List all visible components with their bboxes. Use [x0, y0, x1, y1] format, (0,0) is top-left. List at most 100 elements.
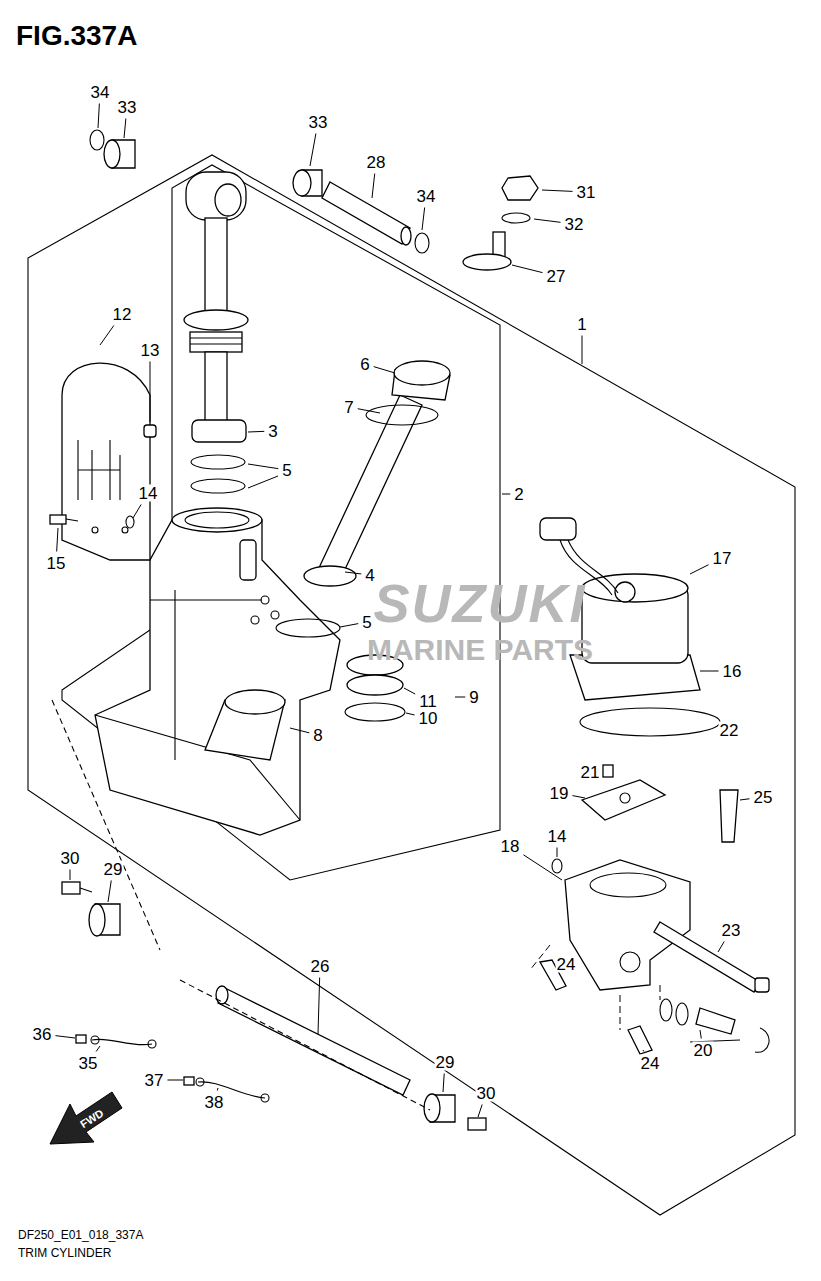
tilt-cover — [50, 363, 156, 560]
leader-line — [700, 1030, 701, 1039]
leader-line — [248, 464, 278, 469]
callout-number: 14 — [547, 828, 568, 845]
watermark: MARINE PARTS — [367, 635, 593, 665]
leader-line — [690, 565, 709, 574]
callout-number: 34 — [90, 84, 111, 101]
leader-line — [167, 1080, 183, 1081]
leader-line — [582, 336, 583, 365]
leader-line — [502, 494, 510, 495]
leader-line — [478, 1105, 482, 1118]
callout-number: 13 — [140, 342, 161, 359]
tilt-cylinder — [276, 361, 450, 721]
leader-line — [98, 104, 99, 129]
leader-line — [108, 881, 111, 903]
callout-number: 20 — [693, 1042, 714, 1059]
leader-line — [133, 505, 141, 519]
callout-number: 29 — [103, 861, 124, 878]
fwd-arrow — [50, 1092, 122, 1144]
callout-number: 29 — [435, 1054, 456, 1071]
callout-number: 18 — [500, 838, 521, 855]
callout-number: 17 — [712, 550, 733, 567]
leader-line — [358, 409, 380, 413]
callout-number: 9 — [468, 689, 479, 706]
leader-line — [100, 326, 114, 346]
callout-number: 31 — [576, 184, 597, 201]
callout-number: 1 — [576, 316, 587, 333]
pump-body — [530, 765, 769, 1054]
trim-rod — [184, 172, 248, 493]
callout-number: 5 — [361, 614, 372, 631]
watermark: SUZUKI — [374, 576, 587, 630]
callout-number: 5 — [281, 462, 292, 479]
leader-line — [718, 942, 724, 953]
leader-line — [248, 476, 278, 488]
callout-number: 19 — [549, 785, 570, 802]
leader-line — [455, 697, 465, 698]
callout-number: 3 — [267, 423, 278, 440]
leader-line — [310, 134, 316, 167]
callout-number: 27 — [546, 268, 567, 285]
outline-frames — [28, 155, 795, 1215]
leader-line — [55, 1036, 75, 1038]
callout-number: 10 — [418, 710, 439, 727]
leader-line — [374, 367, 395, 373]
callout-number: 30 — [476, 1085, 497, 1102]
leader-line — [523, 855, 562, 880]
leader-line — [700, 671, 719, 672]
leader-line — [96, 1046, 100, 1052]
leader-lines — [55, 104, 749, 1118]
leader-line — [443, 1074, 444, 1093]
callout-number: 23 — [721, 922, 742, 939]
leader-line — [404, 688, 415, 694]
leader-line — [557, 848, 558, 858]
leader-line — [57, 528, 58, 552]
leader-line — [124, 119, 126, 139]
callout-number: 7 — [343, 399, 354, 416]
leader-line — [150, 362, 151, 423]
callout-number: 22 — [719, 722, 740, 739]
leader-line — [318, 978, 320, 1035]
leader-line — [248, 431, 264, 433]
ground-wires — [76, 1035, 269, 1102]
callout-number: 33 — [308, 114, 329, 131]
leader-line — [512, 265, 543, 273]
leader-line — [422, 208, 425, 231]
leader-line — [290, 728, 309, 733]
callout-number: 11 — [418, 693, 438, 710]
figure-title: FIG.337A — [16, 22, 137, 50]
callout-number: 33 — [117, 99, 138, 116]
callout-number: 38 — [204, 1094, 225, 1111]
callout-number: 24 — [640, 1055, 661, 1072]
leader-line — [406, 713, 415, 715]
valve-nut — [463, 176, 538, 270]
ring-and-bushing — [90, 130, 429, 253]
callout-number: 25 — [753, 789, 774, 806]
callout-number: 15 — [46, 555, 67, 572]
drawing-code: DF250_E01_018_337A — [18, 1229, 143, 1241]
leader-line — [740, 799, 750, 800]
leader-line — [340, 624, 358, 627]
callout-number: 35 — [78, 1055, 99, 1072]
callout-number: 32 — [564, 216, 585, 233]
leader-line — [217, 1088, 219, 1091]
callout-number: 36 — [32, 1026, 53, 1043]
callout-number: 2 — [513, 486, 524, 503]
callout-number: 16 — [722, 663, 743, 680]
figure-caption: TRIM CYLINDER — [18, 1247, 111, 1259]
callout-number: 6 — [359, 356, 370, 373]
callout-number: 12 — [112, 306, 133, 323]
callout-number: 24 — [556, 956, 577, 973]
callout-number: 28 — [366, 154, 387, 171]
callout-number: 37 — [144, 1072, 165, 1089]
leader-line — [542, 190, 573, 191]
callout-number: 34 — [416, 188, 437, 205]
leader-line — [372, 174, 375, 199]
callout-number: 21 — [580, 764, 601, 781]
leader-line — [643, 1050, 645, 1052]
leader-line — [345, 572, 361, 574]
leader-line — [572, 796, 585, 798]
callout-number: 8 — [312, 727, 323, 744]
callout-number: 30 — [60, 850, 81, 867]
leader-line — [534, 219, 561, 222]
